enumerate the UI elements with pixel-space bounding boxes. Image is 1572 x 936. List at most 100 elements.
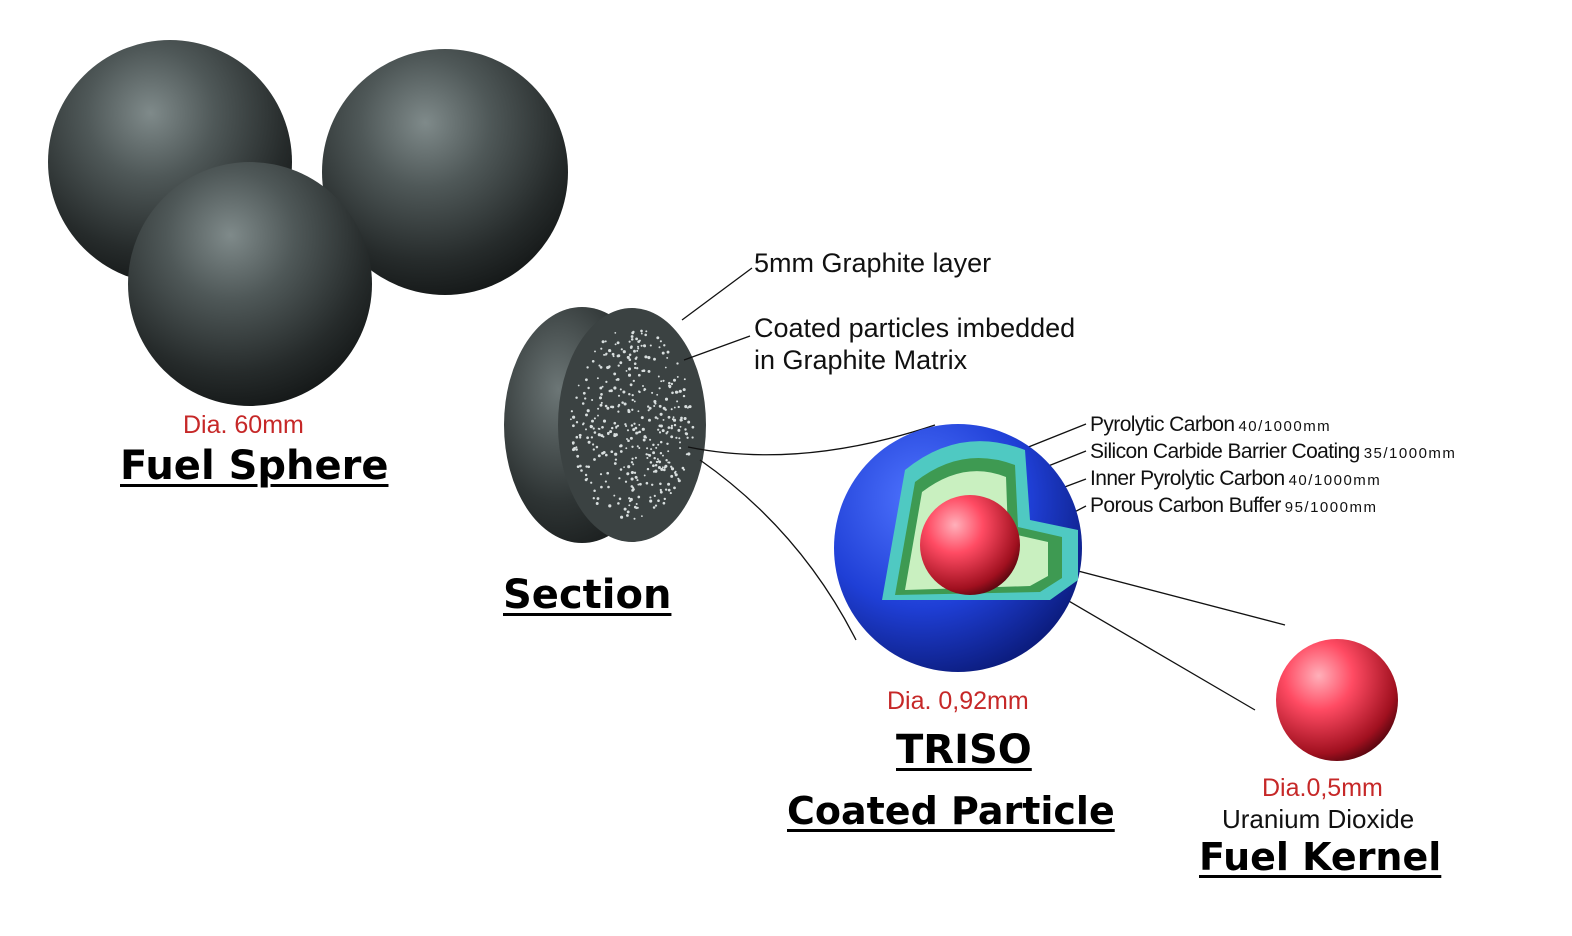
coated-particle-dot xyxy=(658,346,661,349)
coated-particle-dot xyxy=(635,476,638,479)
coated-particle-dot xyxy=(600,393,603,396)
coated-particle-dot xyxy=(632,379,635,383)
coated-particle-dot xyxy=(638,390,641,394)
coated-particle-dot xyxy=(591,398,594,402)
coated-particle-dot xyxy=(597,433,601,437)
coated-particle-dot xyxy=(645,330,648,333)
coated-particle-dot xyxy=(608,349,612,353)
coated-particle-dot xyxy=(647,369,651,373)
coated-particle-dot xyxy=(606,431,610,435)
coated-particle-dot xyxy=(575,448,578,451)
coated-particle-dot xyxy=(626,510,630,514)
coated-particle-dot xyxy=(620,515,624,519)
coated-particle-dot xyxy=(630,461,634,464)
coated-particle-dot xyxy=(592,497,595,500)
coated-particle-dot xyxy=(637,410,640,413)
coated-particle-dot xyxy=(672,378,677,382)
coated-particle-dot xyxy=(612,355,615,358)
coated-particle-dot xyxy=(659,482,662,486)
coated-particle-dot xyxy=(682,394,686,398)
coated-particle-dot xyxy=(662,418,665,421)
coated-particle-dot xyxy=(625,447,628,450)
coated-particle-dot xyxy=(602,419,607,423)
coated-particle-dot xyxy=(635,337,638,341)
coated-particle-dot xyxy=(575,396,578,399)
coated-particle-dot xyxy=(633,362,637,365)
coated-particle-dot xyxy=(600,347,603,350)
coated-particle-dot xyxy=(630,477,634,481)
coated-particle-dot xyxy=(621,401,624,404)
graphite-layer-annotation: 5mm Graphite layer xyxy=(754,248,992,278)
coated-particle-dot xyxy=(601,425,604,429)
coated-particle-dot xyxy=(638,339,641,342)
coated-particle-dot xyxy=(649,461,653,464)
coated-particle-dot xyxy=(617,410,620,413)
coated-particle-dot xyxy=(627,439,630,443)
coated-particle-dot xyxy=(613,421,617,425)
coated-particle-dot xyxy=(633,517,636,520)
coated-particle-dot xyxy=(665,459,668,462)
coated-particle-dot xyxy=(592,427,595,430)
coated-particle-dot xyxy=(654,416,658,419)
coated-particle-dot xyxy=(609,430,613,434)
coated-particle-dot xyxy=(681,466,685,470)
coated-particle-dot xyxy=(578,433,582,437)
coated-particle-dot xyxy=(652,451,656,455)
coated-particle-dot xyxy=(630,338,634,341)
coated-particle-dot xyxy=(657,443,660,446)
coated-particle-dot xyxy=(636,445,639,448)
coated-particle-dot xyxy=(630,424,634,427)
coated-particle-dot xyxy=(670,474,674,478)
coated-particle-dot xyxy=(589,424,593,428)
coated-particle-dot xyxy=(602,435,605,438)
coated-particle-dot xyxy=(585,465,588,468)
coated-particle-dot xyxy=(664,366,667,369)
coated-particle-dot xyxy=(600,401,603,404)
coated-particle-dot xyxy=(626,472,630,476)
triso-subtitle: Coated Particle xyxy=(787,789,1115,833)
coated-particle-dot xyxy=(593,417,596,420)
coated-particle-dot xyxy=(691,436,694,439)
coated-particle-dot xyxy=(666,430,669,433)
coated-particle-dot xyxy=(599,473,603,476)
coated-particle-dot xyxy=(680,416,683,420)
coated-particle-dot xyxy=(672,418,677,422)
coated-particle-dot xyxy=(670,435,674,439)
coated-particle-dot xyxy=(579,464,582,468)
coated-particle-dot xyxy=(590,436,594,439)
coated-particle-dot xyxy=(624,480,628,483)
coated-particle-dot xyxy=(629,497,633,502)
coated-particle-dot xyxy=(664,464,668,468)
coated-particle-dot xyxy=(572,424,575,428)
coated-particle-dot xyxy=(631,457,634,460)
coated-particle-dot xyxy=(661,466,664,469)
coated-particle-dot xyxy=(662,379,665,382)
coated-particle-dot xyxy=(653,399,657,404)
coated-particle-dot xyxy=(580,469,583,472)
coated-particle-dot xyxy=(649,438,652,441)
coated-particle-dot xyxy=(670,467,675,471)
layer-name: Silicon Carbide Barrier Coating xyxy=(1090,440,1360,463)
coated-particle-dot xyxy=(685,453,688,456)
coated-particle-dot xyxy=(639,482,642,486)
coated-particle-dot xyxy=(584,478,588,482)
coated-particle-dot xyxy=(657,466,661,469)
coated-particle-dot xyxy=(669,492,672,495)
coated-particle-dot xyxy=(654,402,657,405)
coated-particle-dot xyxy=(586,366,589,369)
coated-particle-dot xyxy=(637,495,641,499)
coated-particle-dot xyxy=(654,469,658,473)
coated-particle-dot xyxy=(631,445,634,448)
coated-particle-dot xyxy=(640,332,643,335)
coated-particle-dot xyxy=(585,378,588,382)
coated-particle-dot xyxy=(609,389,613,393)
coated-particle-dot xyxy=(666,356,669,359)
coated-particle-dot xyxy=(633,400,636,403)
coated-particle-dot xyxy=(625,424,628,428)
coated-particle-dot xyxy=(636,367,639,370)
coated-particle-dot xyxy=(633,422,636,425)
coated-particle-dot xyxy=(576,465,580,469)
coated-particle-dot xyxy=(637,483,640,486)
coated-particle-dot xyxy=(598,364,601,367)
